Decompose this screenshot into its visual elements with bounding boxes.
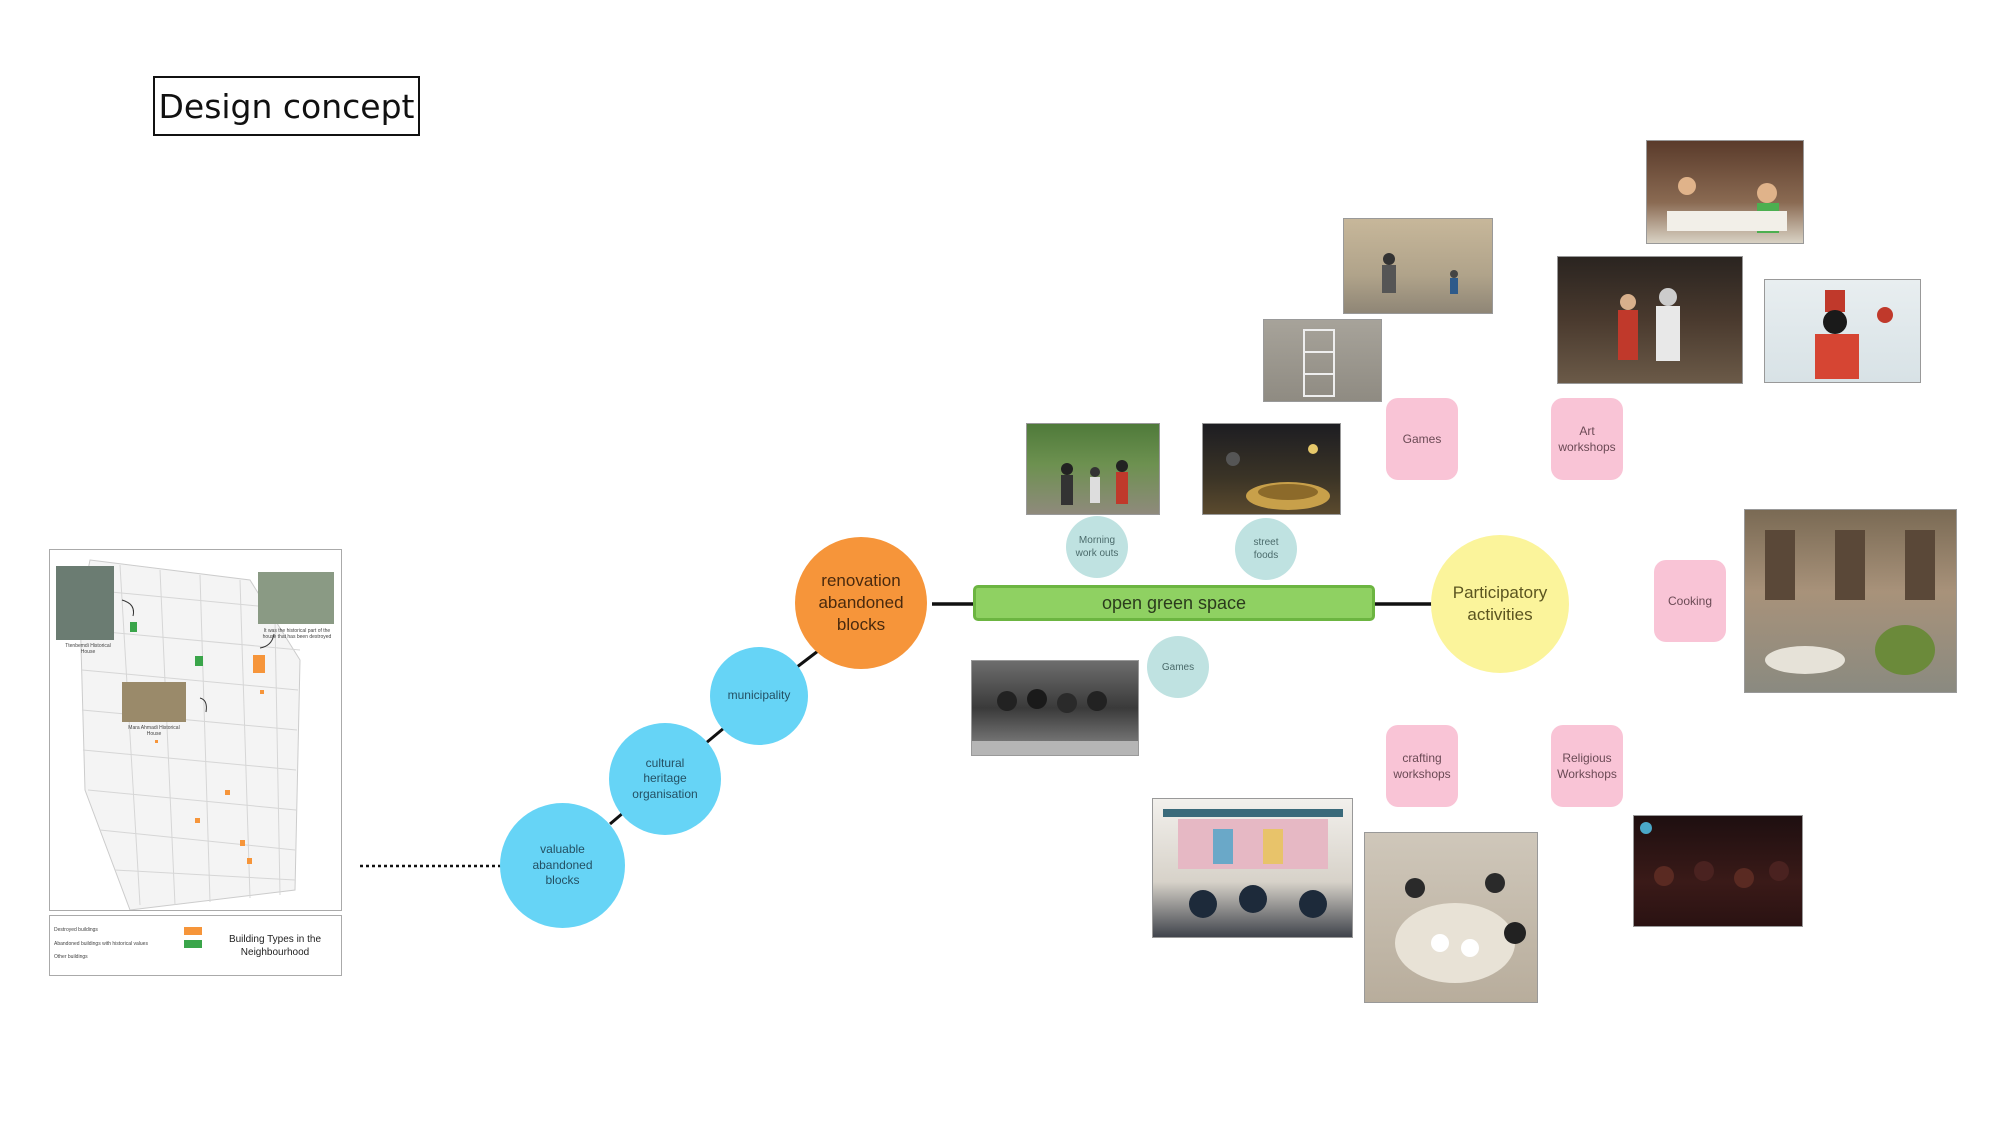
box-religious-workshops: Religious Workshops (1551, 725, 1623, 807)
page-title: Design concept (153, 76, 420, 136)
legend-swatch-destroyed (184, 927, 202, 935)
photo-haji-firuz (1764, 279, 1921, 383)
legend-label-abandoned: Abandoned buildings with historical valu… (54, 941, 148, 947)
legend-swatch-abandoned (184, 940, 202, 948)
box-cooking: Cooking (1654, 560, 1726, 642)
connector-municipality-renovation (796, 649, 819, 669)
photo-street-play (1343, 218, 1493, 314)
photo-games-marbles (971, 660, 1139, 756)
circle-municipality: municipality (710, 647, 808, 745)
photo-crafting-workshop (1364, 832, 1538, 1003)
box-games: Games (1386, 398, 1458, 480)
neighbourhood-map: Ttenbemdi Historical House It was the hi… (49, 549, 342, 911)
map-caption-3: Mara Ahmadi Historical House (128, 725, 180, 737)
legend-swatch-other (184, 953, 202, 961)
map-caption-1: Ttenbemdi Historical House (65, 643, 111, 655)
box-art-workshops: Art workshops (1551, 398, 1623, 480)
connector-cultural-municipality (705, 726, 725, 745)
photo-hopscotch (1263, 319, 1382, 402)
circle-morning-workouts: Morning work outs (1066, 516, 1128, 578)
legend-label-other: Other buildings (54, 954, 88, 960)
circle-participatory: Participatory activities (1431, 535, 1569, 673)
photo-carpet-weaving (1152, 798, 1353, 938)
circle-street-foods: street foods (1235, 518, 1297, 580)
open-green-space-bar: open green space (973, 585, 1375, 621)
map-caption-2: It was the historical part of the house … (262, 628, 332, 640)
photo-art-workshop-children (1646, 140, 1804, 244)
photo-street-foods (1202, 423, 1341, 515)
map-legend: Destroyed buildings Abandoned buildings … (49, 915, 342, 976)
legend-label-destroyed: Destroyed buildings (54, 927, 98, 933)
legend-title: Building Types in the Neighbourhood (228, 934, 322, 958)
photo-cooking-courtyard (1744, 509, 1957, 693)
box-crafting-workshops: crafting workshops (1386, 725, 1458, 807)
photo-religious-gathering (1633, 815, 1803, 927)
street-map-drawing (56, 559, 334, 910)
circle-valuable-blocks: valuable abandoned blocks (500, 803, 625, 928)
circle-games-open: Games (1147, 636, 1209, 698)
circle-cultural-heritage: cultural heritage organisation (609, 723, 721, 835)
circle-renovation: renovation abandoned blocks (795, 537, 927, 669)
photo-morning-workouts (1026, 423, 1160, 515)
photo-street-performers (1557, 256, 1743, 384)
connector-valuable-cultural (609, 811, 624, 826)
